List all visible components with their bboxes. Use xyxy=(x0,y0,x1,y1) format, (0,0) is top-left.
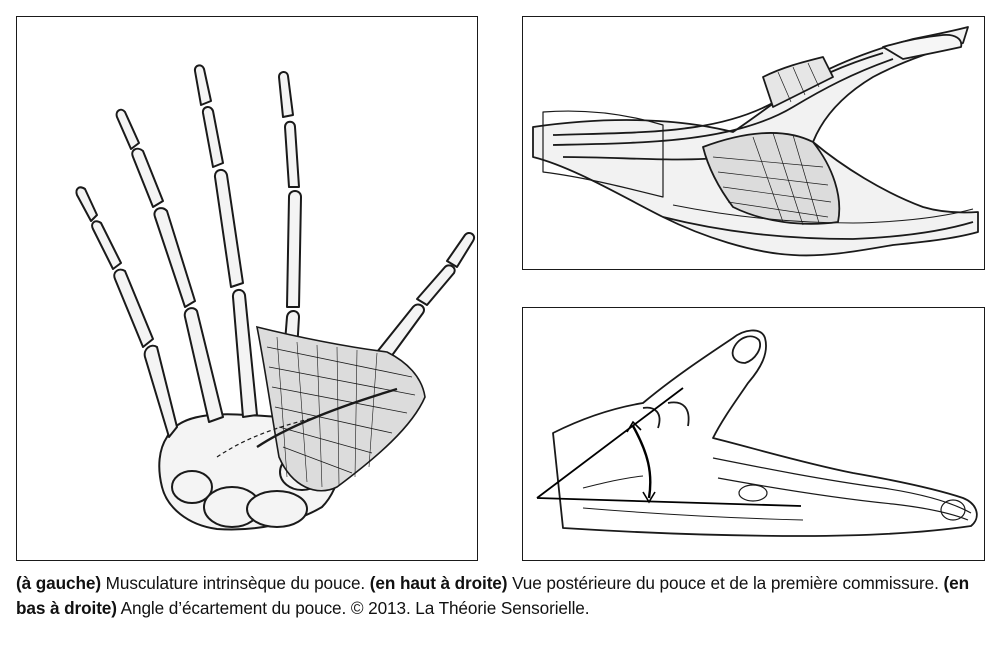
thumb-spread-angle-drawing xyxy=(536,329,978,537)
caption-label-bottom-right: (en bas à droite) xyxy=(16,573,969,618)
thumb-intrinsic-muscles xyxy=(216,325,426,492)
figure-caption: (à gauche) Musculature intrinsèque du po… xyxy=(16,571,991,621)
caption-label-top-right: (en haut à droite) xyxy=(369,573,508,593)
thumb-posterior-view-illustration xyxy=(522,16,985,270)
caption-text-left: Musculature intrinsèque du pouce. xyxy=(100,573,370,593)
hand-skeleton-drawing xyxy=(75,64,475,531)
carpal-bone xyxy=(171,470,213,504)
hand-skeleton-illustration xyxy=(16,16,478,561)
caption-label-left: (à gauche) xyxy=(16,573,101,593)
thumb-spread-angle-illustration xyxy=(522,307,985,561)
middle-finger-bones xyxy=(193,64,258,418)
little-finger-bones xyxy=(75,186,178,438)
thumb-posterior-drawing xyxy=(532,26,979,257)
caption-text-top-right: Vue postérieure du pouce et de la premiè… xyxy=(507,573,944,593)
ring-finger-bones xyxy=(115,108,224,423)
caption-text-bottom-right: Angle d’écartement du pouce. © 2013. La … xyxy=(116,598,590,618)
carpal-bone xyxy=(246,490,308,528)
hand-outline xyxy=(552,329,978,537)
spread-angle-lines xyxy=(536,387,802,507)
